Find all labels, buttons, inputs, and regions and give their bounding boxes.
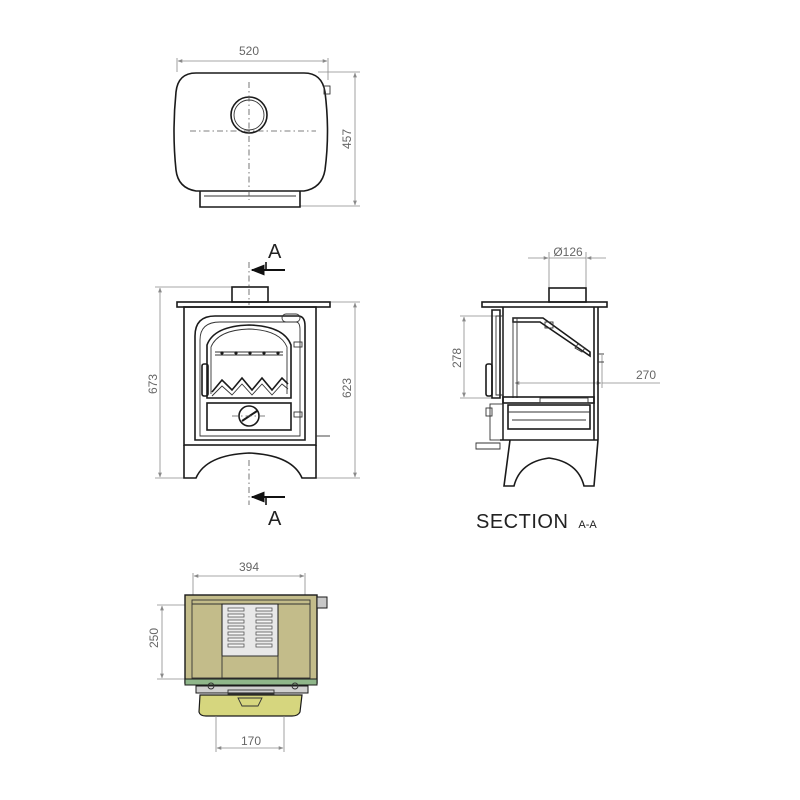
plan-depth-dim: 457 <box>340 129 354 149</box>
front-door-glass <box>206 324 292 399</box>
section-depth-dim: 270 <box>636 368 656 382</box>
front-log-fret <box>211 376 289 393</box>
base-hinge-bar <box>195 685 309 694</box>
base-ashpan <box>198 694 303 717</box>
section-hearth-lip <box>475 442 501 450</box>
front-height-body-dim: 623 <box>340 378 354 398</box>
plan-door-outline <box>199 191 301 208</box>
plan-width-dim: 520 <box>239 44 259 58</box>
plan-view: 520 457 <box>173 44 360 208</box>
base-opening-dim: 170 <box>241 734 261 748</box>
base-front-rail <box>184 678 318 686</box>
base-grate <box>221 603 279 657</box>
section-flue-collar <box>548 287 587 303</box>
front-door-handle <box>201 363 209 397</box>
section-marker-top: A <box>268 241 282 263</box>
front-door-frame <box>194 315 306 441</box>
front-view: A A 673 623 <box>146 241 360 530</box>
front-flue-collar <box>231 286 269 303</box>
base-width-dim: 394 <box>239 560 259 574</box>
base-side-lug <box>316 596 328 609</box>
section-flue-dim: Ø126 <box>553 245 583 259</box>
section-title: SECTION A-A <box>476 511 597 533</box>
front-rivets <box>220 351 280 355</box>
front-body <box>183 306 317 446</box>
base-depth-dim: 250 <box>147 628 161 648</box>
front-ashpan-panel <box>206 402 292 431</box>
base-grate-slots <box>227 607 273 648</box>
section-top-plate <box>481 301 608 308</box>
front-legs <box>183 445 317 479</box>
section-legs <box>503 439 599 487</box>
base-view: 394 250 <box>147 560 328 752</box>
section-door-handle <box>485 363 493 397</box>
section-ashpan <box>507 404 591 430</box>
section-marker-bottom: A <box>268 508 282 530</box>
front-height-total-dim: 673 <box>146 374 160 394</box>
section-height-dim: 278 <box>450 348 464 368</box>
section-view: Ø126 278 270 <box>450 245 660 533</box>
plan-top-plate <box>173 72 329 192</box>
